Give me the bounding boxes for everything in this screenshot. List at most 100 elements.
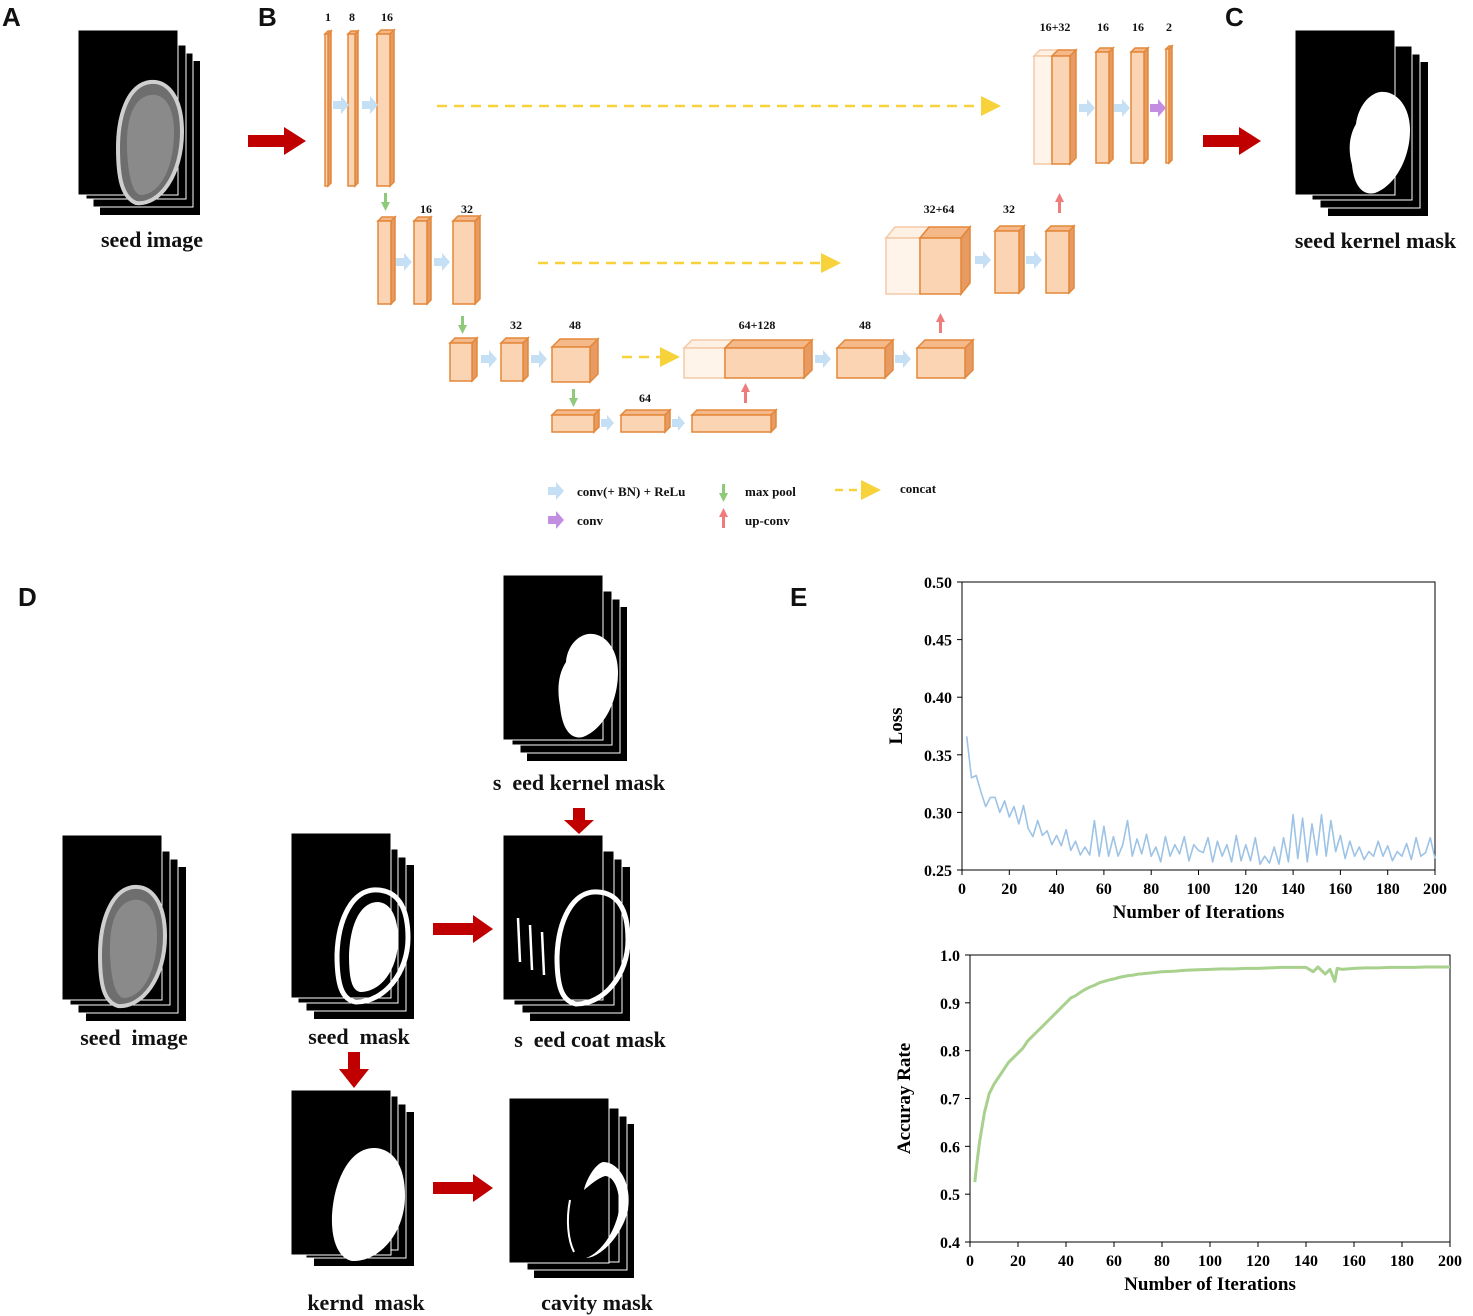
caption-seed-kernel-mask-d: s eed kernel mask xyxy=(492,770,666,795)
acc-x-tick-label: 80 xyxy=(1154,1253,1170,1270)
seed-image-stack-a xyxy=(77,29,200,215)
up-conv-arrows xyxy=(741,193,1064,403)
kernd-mask-stack xyxy=(290,1089,414,1266)
caption-seed-image-a: seed image xyxy=(100,227,204,252)
acc-x-tick-label: 40 xyxy=(1058,1253,1074,1270)
loss-y-tick-label: 0.45 xyxy=(924,633,952,650)
label-bottleneck-ch: 64 xyxy=(639,391,651,405)
label-enc3-ch1: 32 xyxy=(510,318,522,332)
acc-x-tick-label: 160 xyxy=(1342,1253,1366,1270)
pipeline-arrow-b-c xyxy=(1203,127,1261,155)
loss-y-tick-label: 0.25 xyxy=(924,863,952,880)
label-dec2-ch1: 32+64 xyxy=(923,202,955,216)
loss-x-tick-label: 0 xyxy=(958,881,966,898)
acc-x-tick-label: 180 xyxy=(1390,1253,1414,1270)
legend-glyphs xyxy=(548,480,881,529)
legend-conv-bn-relu-label: conv(+ BN) + ReLu xyxy=(577,484,686,499)
enc1-block-3 xyxy=(375,28,396,188)
caption-seed-mask: seed mask xyxy=(308,1024,410,1049)
bottleneck-block-3 xyxy=(690,408,778,434)
label-enc2-ch1: 16 xyxy=(420,202,432,216)
dec2-block-1 xyxy=(918,224,972,297)
label-dec1-ch2: 16 xyxy=(1097,20,1109,34)
enc2-block-3 xyxy=(451,214,482,306)
label-enc1-ch1: 1 xyxy=(325,10,331,24)
max-pool-arrows xyxy=(381,193,578,407)
caption-kernd-mask: kernd mask xyxy=(307,1290,425,1315)
loss-x-axis-label: Number of Iterations xyxy=(1113,902,1285,923)
dec3-block-2 xyxy=(835,338,895,380)
dec2-block-2 xyxy=(993,224,1026,295)
seed-coat-mask-stack xyxy=(502,834,631,1021)
acc-x-tick-label: 100 xyxy=(1198,1253,1222,1270)
conv-arrows xyxy=(333,96,1130,431)
loss-x-tick-label: 140 xyxy=(1281,881,1305,898)
acc-y-tick-label: 0.4 xyxy=(940,1235,960,1252)
label-enc1-ch2: 8 xyxy=(349,10,355,24)
legend-max-pool-arrow xyxy=(722,484,725,494)
legend-conv-arrow xyxy=(548,511,564,529)
caption-seed-image-d: seed image xyxy=(80,1025,188,1050)
panel-letter-e: E xyxy=(790,582,808,612)
acc-y-tick-label: 0.7 xyxy=(940,1092,960,1109)
loss-x-tick-label: 40 xyxy=(1049,881,1065,898)
enc1-block-2 xyxy=(346,29,360,188)
acc-x-tick-label: 20 xyxy=(1010,1253,1026,1270)
pipeline-arrow-a-b xyxy=(248,127,306,155)
label-dec3-ch1: 64+128 xyxy=(738,318,776,332)
label-dec3-ch2: 48 xyxy=(859,318,871,332)
dec3-block-1 xyxy=(723,338,814,380)
acc-y-axis-label: Accuray Rate xyxy=(894,1043,915,1154)
loss-y-tick-label: 0.35 xyxy=(924,748,952,765)
unet-diagram xyxy=(323,28,1174,434)
acc-x-axis-label: Number of Iterations xyxy=(1124,1274,1296,1295)
label-enc1-ch3: 16 xyxy=(381,10,393,24)
panel-letter-a: A xyxy=(2,2,21,32)
legend-up-conv-label: up-conv xyxy=(745,513,790,528)
acc-x-tick-label: 200 xyxy=(1438,1253,1462,1270)
legend-conv-bn-relu-arrow xyxy=(548,482,564,500)
seed-mask-stack xyxy=(290,832,414,1019)
label-enc3-ch2: 48 xyxy=(569,318,581,332)
caption-seed-kernel-mask-c: seed kernel mask xyxy=(1294,228,1457,253)
label-dec2-ch2: 32 xyxy=(1003,202,1015,216)
acc-y-tick-label: 0.6 xyxy=(940,1139,960,1156)
label-dec1-ch4: 2 xyxy=(1166,20,1172,34)
acc-series-line xyxy=(973,965,1450,1183)
dec1-block-2 xyxy=(1094,46,1115,165)
dec1-block-3 xyxy=(1129,46,1150,165)
enc2-block-2 xyxy=(412,215,433,306)
panel-letter-d: D xyxy=(18,582,37,612)
loss-y-tick-label: 0.50 xyxy=(924,575,952,592)
caption-seed-coat-mask: s eed coat mask xyxy=(514,1027,666,1052)
legend-max-pool-label: max pool xyxy=(745,484,796,499)
pipeline-arrows-d xyxy=(339,808,594,1202)
acc-y-tick-label: 0.8 xyxy=(940,1044,960,1061)
loss-x-tick-label: 200 xyxy=(1423,881,1447,898)
loss-y-tick-label: 0.40 xyxy=(924,690,952,707)
dec2-block-3 xyxy=(1044,224,1076,295)
caption-cavity-mask: cavity mask xyxy=(541,1290,653,1315)
loss-x-tick-label: 60 xyxy=(1096,881,1112,898)
seed-image-stack-d xyxy=(61,834,186,1021)
acc-y-tick-label: 0.9 xyxy=(940,996,960,1013)
dec1-block-1 xyxy=(1050,48,1078,166)
enc1-block-1 xyxy=(323,29,333,188)
seed-kernel-mask-stack-d xyxy=(502,574,627,761)
acc-plot-frame xyxy=(969,954,1451,1243)
legend-conv-label: conv xyxy=(577,513,603,528)
acc-x-tick-label: 140 xyxy=(1294,1253,1318,1270)
loss-x-tick-label: 120 xyxy=(1234,881,1258,898)
acc-x-tick-label: 120 xyxy=(1246,1253,1270,1270)
dec1-block-4 xyxy=(1164,44,1174,165)
label-dec1-ch1: 16+32 xyxy=(1039,20,1071,34)
legend-up-conv-arrow xyxy=(719,508,728,517)
loss-x-tick-label: 80 xyxy=(1143,881,1159,898)
legend-concat-label: concat xyxy=(900,481,937,496)
final-conv-arrow xyxy=(1150,99,1166,117)
acc-y-tick-label: 0.5 xyxy=(940,1187,960,1204)
panel-letter-c: C xyxy=(1225,2,1244,32)
